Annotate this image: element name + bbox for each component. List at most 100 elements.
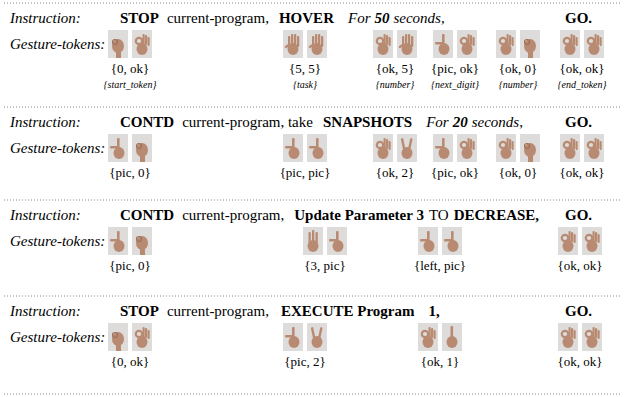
dotted-rule [4,107,620,108]
instruction-word: GO. [565,303,592,320]
token-annotation: {task} [293,79,317,91]
instruction-word: current-program, [167,10,269,27]
gesture-token: {0, ok} [111,62,149,77]
instruction-word: current-program, take [182,114,313,131]
token-annotation: {start_token} [104,79,157,91]
gesture-token: {ok, 0} [499,166,537,181]
hand-photo [418,227,438,255]
hand-photo [560,134,580,162]
gesture-token: {ok, ok} [560,166,605,181]
gesture-token: {pic, ok} [431,62,479,77]
row-separators [4,3,620,394]
token-annotation: {end_token} [557,79,606,91]
instruction-word: For [426,114,449,131]
row-heading: Gesture-tokens: [10,36,105,53]
hand-photo [584,30,604,58]
hand-photo [307,134,327,162]
gesture-token: {pic, 2} [284,355,325,370]
hand-photo [108,30,128,58]
hand-photo [582,323,602,351]
instruction-word: CONTD [120,207,174,224]
gesture-token: {ok, 5} [376,62,414,77]
hand-photo [560,30,580,58]
row-heading: Gesture-tokens: [10,140,105,157]
instruction-word: STOP [120,303,159,320]
hand-photo [397,134,417,162]
instruction-word: Update Parameter 3 [294,207,424,224]
instruction-word: SNAPSHOTS [323,114,412,131]
instruction-word: current-program, [167,303,269,320]
hand-photo [520,30,540,58]
hand-photo [132,323,152,351]
hand-photo [132,134,152,162]
row-heading: Gesture-tokens: [10,233,105,250]
hand-photo [457,134,477,162]
hand-photo [442,227,462,255]
gesture-token: {ok, 1} [421,355,459,370]
gesture-token: {ok, ok} [558,355,603,370]
instruction-word: CONTD [120,114,174,131]
hand-photo [496,134,516,162]
instruction-word: For [348,10,371,27]
hand-photo [283,30,303,58]
hand-photo [283,323,303,351]
instruction-word: 50 [374,10,389,27]
hand-photo [457,30,477,58]
instruction-word: GO. [565,114,592,131]
instruction-word: EXECUTE Program [281,303,414,320]
hand-photo [582,227,602,255]
hand-photo [283,134,303,162]
gesture-token: {pic, pic} [280,166,331,181]
hand-photo [418,323,438,351]
hand-photo [433,134,453,162]
gesture-photos [108,30,604,351]
hand-photo [132,30,152,58]
hand-photo [108,134,128,162]
gesture-token: {0, ok} [111,355,149,370]
hand-photo [433,30,453,58]
instruction-word: HOVER [279,10,334,27]
instruction-word: TO [429,207,449,224]
hand-photo [496,30,516,58]
gesture-token: {ok, ok} [560,62,605,77]
hand-photo [397,30,417,58]
gesture-token: {ok, 2} [376,166,414,181]
token-annotation: {number} [499,79,538,91]
hand-photo [108,323,128,351]
dotted-rule [4,296,620,297]
instruction-word: 1, [428,303,439,320]
hand-photo [373,134,393,162]
gesture-token: {3, pic} [304,259,345,274]
row-heading: Instruction: [10,207,81,224]
hand-photo [558,323,578,351]
hand-photo [303,227,323,255]
row-heading: Instruction: [10,114,81,131]
row-heading: Gesture-tokens: [10,329,105,346]
gesture-token: {pic, ok} [431,166,479,181]
dotted-rule [4,200,620,201]
gesture-token: {pic, 0} [109,259,150,274]
instruction-word: seconds, [472,114,523,131]
hand-photo [520,134,540,162]
hand-photo [307,30,327,58]
gesture-token: {ok, 0} [499,62,537,77]
token-annotation: {number} [376,79,415,91]
gesture-token: {left, pic} [414,259,466,274]
hand-photo [442,323,462,351]
row-heading: Instruction: [10,303,81,320]
hand-photo [132,227,152,255]
hand-photo [373,30,393,58]
instruction-word: seconds, [393,10,444,27]
gesture-token: {5, 5} [289,62,321,77]
gesture-token: {ok, ok} [558,259,603,274]
hand-photo [307,323,327,351]
hand-photo [327,227,347,255]
instruction-word: GO. [565,10,592,27]
instruction-word: 20 [453,114,468,131]
gesture-token: {pic, 0} [109,166,150,181]
hand-photo [584,134,604,162]
instruction-word: GO. [565,207,592,224]
instruction-word: DECREASE, [454,207,539,224]
instruction-word: STOP [120,10,159,27]
